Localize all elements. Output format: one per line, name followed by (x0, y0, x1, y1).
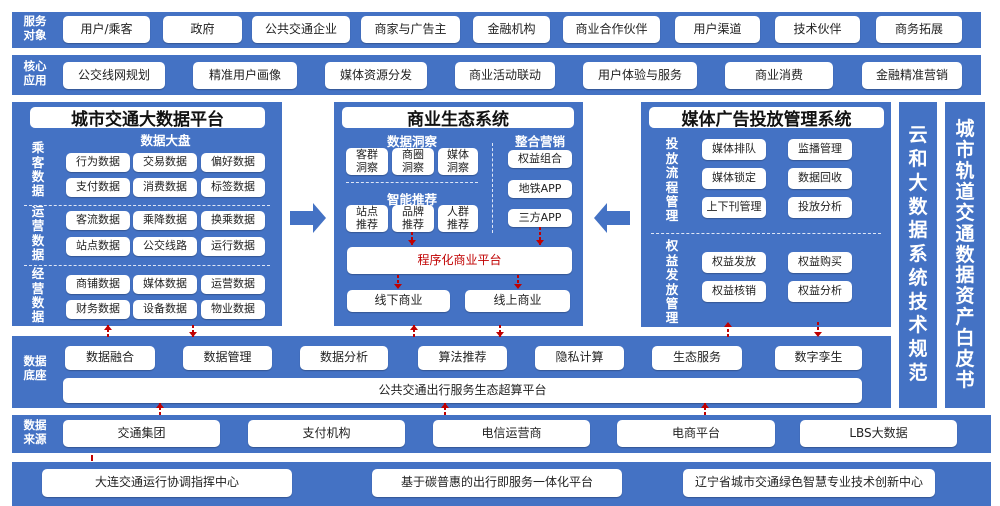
data-sources-label: 数据来源 (23, 418, 47, 446)
core-apps-label: 核心应用 (23, 59, 47, 87)
service-target-item[interactable]: 金融机构 (473, 16, 550, 43)
divider (492, 143, 493, 233)
group-label-0: 乘客数据 (31, 140, 45, 199)
data-base-item[interactable]: 数据管理 (183, 346, 272, 370)
core-app-item[interactable]: 商业活动联动 (455, 62, 555, 89)
data-item[interactable]: 行为数据 (66, 153, 130, 172)
programmatic-platform[interactable]: 程序化商业平台 (347, 247, 572, 274)
data-base-item[interactable]: 数字孪生 (775, 346, 862, 370)
recommend-item[interactable]: 人群推荐 (438, 205, 478, 232)
data-item[interactable]: 物业数据 (201, 300, 265, 319)
marketing-item[interactable]: 权益组合 (508, 150, 572, 168)
side-panel-1: 城市轨道交通数据资产白皮书 (945, 102, 985, 408)
data-item[interactable]: 财务数据 (66, 300, 130, 319)
media-item[interactable]: 监播管理 (788, 139, 852, 160)
business-eco-title: 商业生态系统 (342, 107, 574, 130)
data-base-item[interactable]: 数据融合 (65, 346, 155, 370)
media-item[interactable]: 权益发放 (702, 252, 766, 273)
data-item[interactable]: 客流数据 (66, 211, 130, 230)
group-label-2: 经营数据 (31, 266, 45, 325)
data-source-item[interactable]: 电信运营商 (433, 420, 590, 447)
data-item[interactable]: 换乘数据 (201, 211, 265, 230)
data-item[interactable]: 支付数据 (66, 178, 130, 197)
insight-item[interactable]: 媒体洞察 (438, 148, 478, 175)
side-panel-text: 云和大数据系统技术规范 (908, 124, 928, 384)
service-target-item[interactable]: 用户/乘客 (63, 16, 150, 43)
media-item[interactable]: 权益购买 (788, 252, 852, 273)
media-ads-title: 媒体广告投放管理系统 (649, 107, 884, 130)
side-panel-text: 城市轨道交通数据资产白皮书 (955, 118, 975, 391)
partner-item[interactable]: 辽宁省城市交通绿色智慧专业技术创新中心 (683, 469, 935, 497)
core-app-item[interactable]: 公交线网规划 (63, 62, 165, 89)
marketing-item[interactable]: 地铁APP (508, 180, 572, 198)
media-item[interactable]: 权益分析 (788, 281, 852, 302)
core-app-item[interactable]: 媒体资源分发 (325, 62, 427, 89)
data-item[interactable]: 运营数据 (201, 275, 265, 294)
data-base-item[interactable]: 数据分析 (300, 346, 388, 370)
data-item[interactable]: 消费数据 (133, 178, 197, 197)
marketing-title: 整合营销 (514, 134, 565, 149)
data-source-item[interactable]: 支付机构 (248, 420, 405, 447)
divider (24, 205, 270, 206)
city-platform-title: 城市交通大数据平台 (30, 107, 265, 130)
divider (346, 182, 478, 183)
data-item[interactable]: 站点数据 (66, 237, 130, 256)
service-target-item[interactable]: 政府 (163, 16, 242, 43)
supercomputing-platform[interactable]: 公共交通出行服务生态超算平台 (63, 378, 862, 403)
divider (24, 265, 270, 266)
service-target-item[interactable]: 用户渠道 (675, 16, 760, 43)
media-group-label-1: 权益发放管理 (665, 238, 679, 326)
media-group-label-0: 投放流程管理 (665, 136, 679, 224)
data-base-item[interactable]: 生态服务 (652, 346, 742, 370)
recommend-item[interactable]: 品牌推荐 (392, 205, 434, 232)
data-base-item[interactable]: 隐私计算 (535, 346, 624, 370)
insight-title: 数据洞察 (386, 134, 437, 149)
insight-item[interactable]: 商圈洞察 (392, 148, 434, 175)
core-app-item[interactable]: 精准用户画像 (193, 62, 297, 89)
service-target-item[interactable]: 商务拓展 (876, 16, 962, 43)
arrow-left-icon (594, 203, 630, 233)
arrow-right-icon (290, 203, 326, 233)
insight-item[interactable]: 客群洞察 (346, 148, 388, 175)
data-item[interactable]: 交易数据 (133, 153, 197, 172)
data-source-item[interactable]: 电商平台 (617, 420, 775, 447)
offline-business[interactable]: 线下商业 (347, 290, 450, 312)
partner-item[interactable]: 大连交通运行协调指挥中心 (42, 469, 292, 497)
media-item[interactable]: 权益核销 (702, 281, 766, 302)
data-base-item[interactable]: 算法推荐 (418, 346, 507, 370)
service-target-item[interactable]: 公共交通企业 (252, 16, 350, 43)
service-target-item[interactable]: 技术伙伴 (775, 16, 860, 43)
marketing-item[interactable]: 三方APP (508, 209, 572, 227)
data-item[interactable]: 商铺数据 (66, 275, 130, 294)
divider (651, 233, 881, 234)
data-source-item[interactable]: LBS大数据 (800, 420, 957, 447)
data-base-label: 数据底座 (23, 354, 47, 382)
recommend-title: 智能推荐 (386, 192, 437, 207)
data-item[interactable]: 乘降数据 (133, 211, 197, 230)
data-item[interactable]: 设备数据 (133, 300, 197, 319)
media-item[interactable]: 媒体锁定 (702, 168, 766, 189)
service-targets-label: 服务对象 (23, 14, 47, 42)
partner-item[interactable]: 基于碳普惠的出行即服务一体化平台 (372, 469, 622, 497)
media-item[interactable]: 上下刊管理 (702, 197, 766, 218)
data-source-item[interactable]: 交通集团 (63, 420, 220, 447)
group-label-1: 运营数据 (31, 203, 45, 262)
media-item[interactable]: 投放分析 (788, 197, 852, 218)
core-app-item[interactable]: 金融精准营销 (862, 62, 962, 89)
service-target-item[interactable]: 商家与广告主 (361, 16, 460, 43)
side-panel-0: 云和大数据系统技术规范 (899, 102, 937, 408)
data-item[interactable]: 标签数据 (201, 178, 265, 197)
data-item[interactable]: 媒体数据 (133, 275, 197, 294)
service-target-item[interactable]: 商业合作伙伴 (563, 16, 660, 43)
recommend-item[interactable]: 站点推荐 (346, 205, 388, 232)
media-item[interactable]: 媒体排队 (702, 139, 766, 160)
online-business[interactable]: 线上商业 (465, 290, 570, 312)
media-item[interactable]: 数据回收 (788, 168, 852, 189)
data-item[interactable]: 公交线路 (133, 237, 197, 256)
core-app-item[interactable]: 用户体验与服务 (583, 62, 697, 89)
data-item[interactable]: 运行数据 (201, 237, 265, 256)
data-dashboard-title: 数据大盘 (140, 133, 191, 148)
data-item[interactable]: 偏好数据 (201, 153, 265, 172)
core-app-item[interactable]: 商业消费 (725, 62, 833, 89)
